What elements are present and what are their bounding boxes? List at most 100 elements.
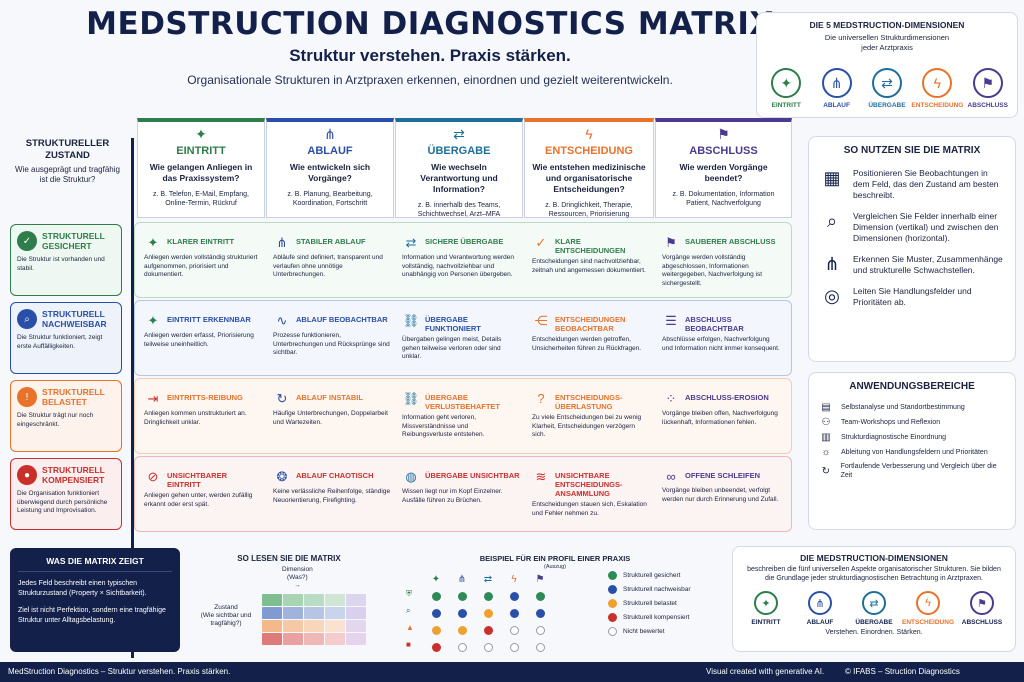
- compass-icon: ✦: [771, 68, 802, 98]
- areas-title: ANWENDUNGSBEREICHE: [849, 381, 975, 392]
- network-icon: ⋔: [824, 254, 840, 274]
- legend-dot: [608, 612, 617, 622]
- warning-icon: ▲: [406, 623, 414, 632]
- profile-dot: [535, 626, 545, 635]
- usage-title: SO NUTZEN SIE DIE MATRIX: [843, 145, 981, 156]
- check-circle-icon: ✓: [535, 235, 547, 250]
- shield-check-icon: ✓: [17, 231, 37, 251]
- profile-dot: [431, 592, 441, 601]
- dimensions-slogan: Verstehen. Einordnen. Stärken.: [825, 629, 923, 636]
- legend-item: Strukturell kompensiert: [608, 610, 691, 624]
- scatter-icon: ⁘: [665, 391, 677, 406]
- column-header-ablauf: ⋔ ABLAUF Wie entwickeln sich Vorgänge? z…: [266, 118, 394, 218]
- lightning-icon: ϟ: [511, 574, 517, 585]
- legend-dot: [608, 570, 617, 580]
- blocked-icon: ⊘: [147, 469, 159, 484]
- profile-dot: [483, 643, 493, 652]
- info-box: WAS DIE MATRIX ZEIGT Jedes Feld beschrei…: [10, 548, 180, 652]
- column-header-uebergabe: ⇄ ÜBERGABE Wie wechseln Verantwortung un…: [395, 118, 523, 218]
- compass-icon: ✦: [431, 574, 441, 585]
- checklist-icon: ☰: [665, 313, 677, 328]
- dim-label: EINTRITT: [771, 102, 801, 109]
- person-icon: ●: [17, 465, 37, 485]
- wave-icon: ∿: [276, 313, 288, 328]
- network-icon: ⋔: [808, 591, 832, 615]
- lightning-icon: ϟ: [922, 68, 953, 98]
- column-header-eintritt: ✦ EINTRITT Wie gelangen Anliegen in das …: [137, 118, 265, 218]
- handshake-icon: ⇄: [483, 574, 493, 585]
- lightning-icon: ϟ: [585, 126, 593, 142]
- row-label-belastet: !STRUKTURELL BELASTET Die Struktur trägt…: [10, 380, 122, 452]
- reading-guide: SO LESEN SIE DIE MATRIX Dimension(Was?)→…: [192, 552, 386, 652]
- dimensions-box-title: DIE 5 MEDSTRUCTION-DIMENSIONEN: [809, 20, 965, 30]
- lightning-icon: ϟ: [916, 591, 940, 615]
- team-icon: ⚇: [821, 417, 831, 428]
- profile-dot: [509, 592, 519, 601]
- legend-item: Nicht bewertet: [608, 624, 691, 638]
- axis-line: [131, 138, 134, 658]
- legend-dot: [608, 584, 617, 594]
- profile-dot: [483, 592, 493, 601]
- areas-panel: ANWENDUNGSBEREICHE ▤Selbstanalyse und St…: [808, 372, 1016, 530]
- legend-dot: [608, 626, 617, 636]
- profile-dot: [509, 643, 519, 652]
- handshake-icon: ⇄: [871, 68, 902, 98]
- magnifier-icon: ⌕: [826, 211, 838, 231]
- footer-left: MedStruction Diagnostics – Struktur vers…: [8, 667, 231, 676]
- magnifier-icon: ⌕: [17, 309, 37, 329]
- bar-chart-icon: ▥: [821, 432, 831, 443]
- profile-row-icons: ⛨ ⌕ ▲ ■: [406, 589, 414, 655]
- network-icon: ⋔: [821, 68, 852, 98]
- compass-icon: ✦: [147, 313, 159, 328]
- footer-middle: Visual created with generative AI.: [706, 667, 825, 676]
- legend-dot: [608, 598, 617, 608]
- compass-icon: ✦: [147, 235, 159, 250]
- checkered-flag-icon: ⚑: [972, 68, 1003, 98]
- broken-link-icon: ⛓: [402, 391, 420, 406]
- row-label-kompensiert: ●STRUKTURELL KOMPENSIERT Die Organisatio…: [10, 458, 122, 530]
- profile-dot: [509, 626, 519, 635]
- column-header-abschluss: ⚑ ABSCHLUSS Wie werden Vorgänge beendet?…: [655, 118, 792, 218]
- dim-label: ÜBERGABE: [868, 102, 906, 109]
- profile-dot: [431, 643, 441, 652]
- dimensions-box: DIE 5 MEDSTRUCTION-DIMENSIONEN Die unive…: [756, 12, 1018, 118]
- profile-dot: [457, 643, 467, 652]
- handshake-icon: ⇄: [405, 235, 417, 250]
- compass-icon: ✦: [754, 591, 778, 615]
- checkered-flag-icon: ⚑: [970, 591, 994, 615]
- warning-icon: !: [17, 387, 37, 407]
- tangle-icon: ❂: [276, 469, 288, 484]
- row-label-nachweisbar: ⌕STRUKTURELL NACHWEISBAR Die Struktur fu…: [10, 302, 122, 374]
- infinity-icon: ∞: [666, 469, 676, 484]
- stack-icon: ≋: [535, 469, 547, 484]
- profile-dot: [457, 626, 467, 635]
- dim-label: ABLAUF: [823, 102, 850, 109]
- dim-label: ENTSCHEIDUNG: [911, 102, 964, 109]
- mini-matrix: [262, 594, 366, 645]
- row-header: STRUKTURELLER ZUSTAND Wie ausgeprägt und…: [15, 138, 120, 184]
- page-subtitle: Struktur verstehen. Praxis stärken.: [289, 46, 571, 65]
- dimensions-summary: DIE MEDSTRUCTION-DIMENSIONEN beschreiben…: [732, 546, 1016, 652]
